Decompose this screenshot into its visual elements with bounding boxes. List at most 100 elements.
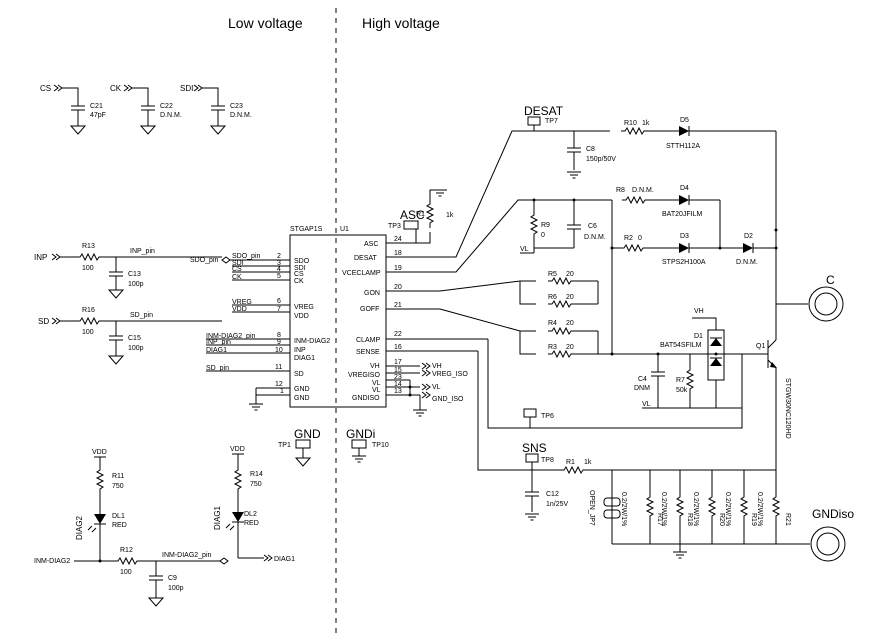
svg-text:INM-DIAG2_pin: INM-DIAG2_pin [162, 552, 212, 559]
svg-text:INP_pin: INP_pin [206, 339, 231, 346]
svg-text:100p: 100p [128, 281, 144, 288]
svg-text:R6: R6 [548, 294, 557, 301]
svg-text:23: 23 [394, 374, 402, 381]
svg-text:GOFF: GOFF [360, 306, 379, 313]
svg-text:21: 21 [394, 302, 402, 309]
svg-text:R11: R11 [112, 473, 124, 480]
svg-text:VDD: VDD [294, 313, 309, 320]
svg-text:TP1: TP1 [278, 442, 291, 449]
igbt-q1: Q1 STGW30NC120HD [756, 131, 791, 470]
svg-text:SDI: SDI [232, 260, 244, 267]
svg-text:CS: CS [294, 271, 304, 278]
svg-text:R12: R12 [120, 547, 133, 554]
svg-text:R3: R3 [548, 344, 557, 351]
svg-text:R7: R7 [676, 377, 685, 384]
svg-text:20: 20 [566, 294, 574, 301]
svg-text:5: 5 [277, 273, 281, 280]
terminal-gndiso[interactable]: GNDiso [776, 507, 854, 562]
right-net-labels: VH VREG_ISO VL GND_ISO [421, 362, 468, 403]
svg-text:SNS: SNS [522, 441, 547, 455]
high-voltage-header: High voltage [362, 15, 440, 31]
svg-text:17: 17 [394, 359, 402, 366]
svg-text:R2: R2 [624, 235, 633, 242]
svg-text:SD: SD [294, 371, 304, 378]
svg-text:RED: RED [112, 522, 127, 529]
svg-text:STGW30NC120HD: STGW30NC120HD [784, 378, 791, 439]
svg-text:R10: R10 [624, 120, 637, 127]
svg-text:DESAT: DESAT [354, 255, 378, 262]
svg-text:SD_pin: SD_pin [130, 312, 153, 319]
svg-text:TP8: TP8 [541, 457, 554, 464]
svg-text:11: 11 [275, 364, 282, 371]
svg-text:1k: 1k [642, 120, 650, 127]
svg-text:SDI: SDI [294, 265, 306, 272]
svg-text:6: 6 [277, 298, 281, 305]
svg-text:C6: C6 [588, 223, 597, 230]
svg-text:0.2/2W/1%: 0.2/2W/1% [692, 492, 699, 526]
svg-text:SD: SD [38, 317, 49, 326]
svg-text:VL: VL [432, 384, 441, 391]
svg-text:20: 20 [394, 284, 402, 291]
svg-text:R4: R4 [548, 320, 557, 327]
svg-text:C22: C22 [160, 103, 173, 110]
svg-text:750: 750 [112, 483, 124, 490]
svg-text:20: 20 [566, 344, 574, 351]
svg-text:SDO_pin: SDO_pin [232, 253, 261, 260]
svg-text:CS: CS [40, 84, 51, 93]
terminal-c[interactable]: C [776, 273, 844, 322]
svg-text:0.2/2W/1%: 0.2/2W/1% [724, 492, 731, 526]
svg-text:C8: C8 [586, 146, 595, 153]
svg-text:D.N.M.: D.N.M. [230, 112, 252, 119]
svg-text:0.2/2W/1%: 0.2/2W/1% [660, 492, 667, 526]
svg-text:VREGISO: VREGISO [348, 372, 380, 379]
svg-text:TP6: TP6 [541, 413, 554, 420]
svg-text:C15: C15 [128, 335, 141, 342]
svg-text:100: 100 [120, 569, 132, 576]
svg-text:STPS2H100A: STPS2H100A [662, 259, 706, 266]
svg-text:BAT54SFILM: BAT54SFILM [660, 342, 702, 349]
svg-text:13: 13 [394, 388, 402, 395]
svg-text:BAT20JFILM: BAT20JFILM [662, 211, 702, 218]
svg-text:0: 0 [638, 235, 642, 242]
svg-text:ASC: ASC [364, 241, 378, 248]
svg-text:D.N.M.: D.N.M. [736, 259, 758, 266]
svg-text:ASC: ASC [400, 208, 425, 222]
svg-text:9: 9 [277, 339, 281, 346]
svg-text:R21: R21 [784, 513, 791, 526]
svg-text:3: 3 [277, 260, 281, 267]
svg-text:RED: RED [244, 520, 259, 527]
svg-text:DIAG1: DIAG1 [213, 505, 222, 530]
svg-text:1: 1 [280, 388, 284, 395]
svg-text:DIAG1: DIAG1 [206, 347, 227, 354]
svg-text:CK: CK [232, 274, 242, 281]
svg-text:GND: GND [294, 395, 310, 402]
svg-text:15: 15 [394, 367, 402, 374]
svg-text:CK: CK [110, 84, 122, 93]
svg-text:GNDISO: GNDISO [352, 395, 380, 402]
svg-text:10: 10 [275, 347, 283, 354]
svg-text:SDO: SDO [294, 258, 310, 265]
svg-text:1n/25V: 1n/25V [546, 501, 569, 508]
svg-text:VH: VH [694, 308, 704, 315]
svg-text:INM-DIAG2_pin: INM-DIAG2_pin [206, 333, 256, 340]
svg-text:DIAG2: DIAG2 [75, 515, 84, 540]
svg-text:VDD: VDD [92, 449, 107, 456]
svg-text:STTH112A: STTH112A [666, 143, 700, 150]
svg-text:D3: D3 [680, 233, 689, 240]
svg-text:C: C [826, 273, 835, 287]
svg-text:47pF: 47pF [90, 112, 106, 119]
svg-text:Q1: Q1 [756, 343, 765, 350]
svg-text:R19: R19 [750, 513, 757, 526]
svg-text:12: 12 [275, 381, 283, 388]
svg-text:SENSE: SENSE [356, 349, 380, 356]
svg-text:VCECLAMP: VCECLAMP [342, 270, 381, 277]
svg-text:14: 14 [394, 381, 402, 388]
svg-text:100p: 100p [128, 345, 144, 352]
